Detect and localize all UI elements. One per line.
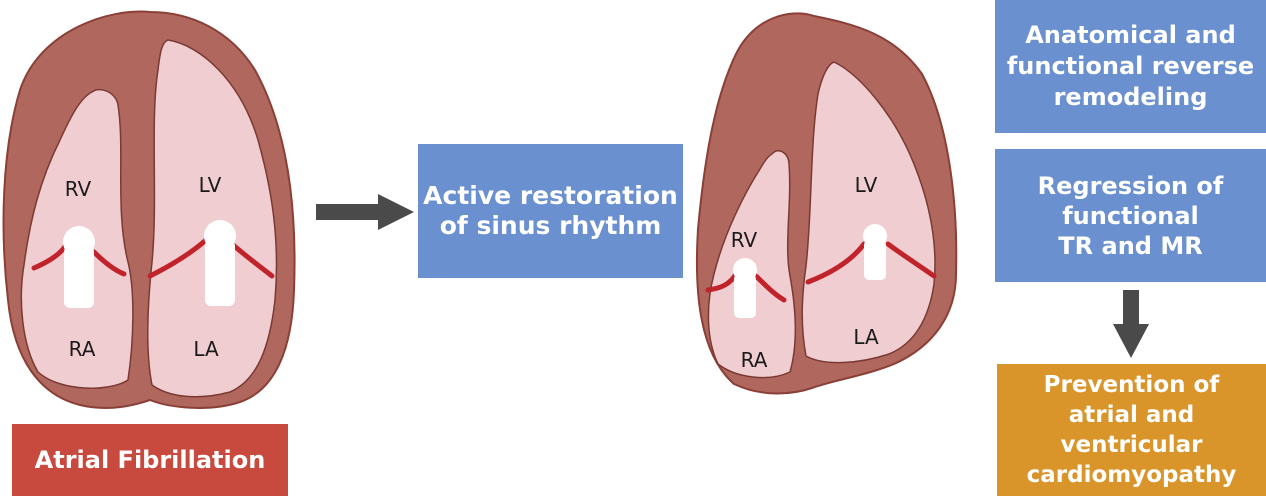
right-heart-illustration: RV LV RA LA (694, 4, 964, 398)
left-lv-label: LV (199, 173, 222, 197)
right-ra-label: RA (741, 348, 768, 372)
left-heart-tricuspid-valve (63, 226, 95, 308)
right-arrow-icon (316, 194, 414, 230)
right-heart-tricuspid-valve (733, 258, 757, 318)
right-la-label: LA (853, 325, 879, 349)
reverse-remodeling-label: Anatomical and functional reverse remode… (1007, 20, 1254, 113)
prevention-box: Prevention of atrial and ventricular car… (997, 364, 1266, 496)
left-la-label: LA (193, 337, 219, 361)
prevention-label: Prevention of atrial and ventricular car… (1027, 370, 1237, 490)
left-heart-mitral-valve (204, 220, 236, 306)
left-ra-label: RA (69, 337, 96, 361)
left-heart-illustration: RV LV RA LA (0, 0, 300, 420)
atrial-fibrillation-label: Atrial Fibrillation (35, 446, 266, 474)
active-restoration-box: Active restoration of sinus rhythm (418, 144, 683, 278)
atrial-fibrillation-box: Atrial Fibrillation (12, 424, 288, 496)
down-arrow-icon (1113, 290, 1149, 358)
reverse-remodeling-box: Anatomical and functional reverse remode… (995, 0, 1266, 133)
right-lv-label: LV (855, 173, 878, 197)
regression-box: Regression of functional TR and MR (995, 149, 1266, 282)
right-heart-mitral-valve (863, 224, 887, 280)
right-rv-label: RV (731, 228, 758, 252)
left-rv-label: RV (65, 177, 92, 201)
regression-label: Regression of functional TR and MR (1038, 171, 1224, 261)
active-restoration-label: Active restoration of sinus rhythm (423, 181, 678, 241)
